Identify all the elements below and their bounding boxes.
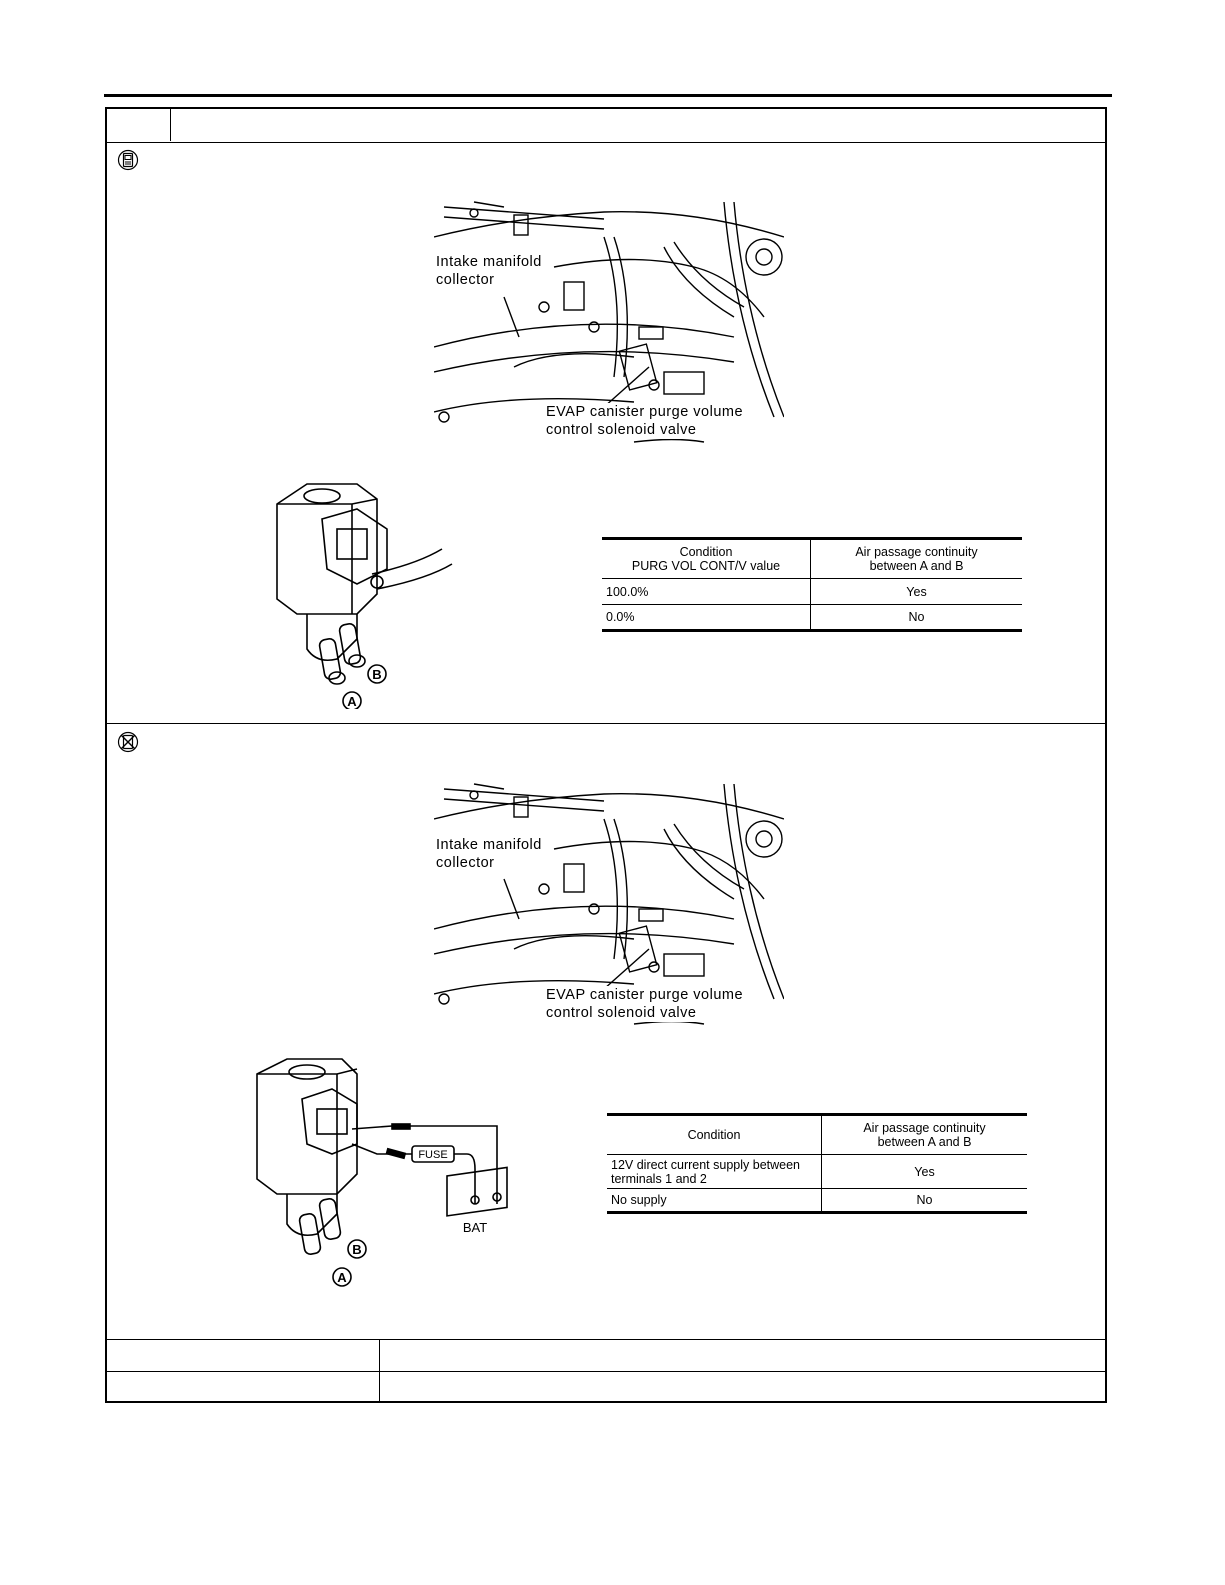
result-column-divider [379, 1339, 380, 1401]
fuse-label: FUSE [418, 1149, 447, 1161]
solenoid-battery-circuit-illustration: FUSE BAT B A [256, 1058, 508, 1287]
section-divider [107, 723, 1105, 724]
engine-bay-illustration [434, 783, 784, 1025]
intake-manifold-collector-label: Intake manifold collector [435, 253, 543, 289]
purge-volume-continuity-table: Condition PURG VOL CONT/V value Air pass… [602, 537, 1022, 632]
port-a-label: A [337, 1270, 347, 1285]
table-cell-condition: 100.0% [602, 578, 811, 605]
table-cell-continuity: No [821, 1188, 1027, 1214]
continuity-header: Air passage continuity between A and B [821, 1114, 1027, 1155]
purge-valve-label: EVAP canister purge volume control solen… [545, 986, 745, 1022]
without-consult-icon [117, 731, 139, 753]
condition-header: Condition PURG VOL CONT/V value [602, 538, 811, 579]
direct-current-continuity-table: Condition Air passage continuity between… [607, 1113, 1027, 1214]
condition-header: Condition [607, 1114, 822, 1155]
table-cell-condition: 12V direct current supply between termin… [607, 1154, 822, 1189]
purge-valve-label: EVAP canister purge volume control solen… [545, 403, 745, 439]
page-top-rule [104, 94, 1112, 97]
result-row-ok [107, 1339, 1105, 1340]
port-a-label: A [347, 694, 357, 709]
consult-monitor-icon [117, 149, 139, 171]
port-b-label: B [352, 1242, 361, 1257]
table-cell-continuity: No [810, 604, 1022, 632]
table-cell-continuity: Yes [821, 1154, 1027, 1189]
result-row-ng [107, 1371, 1105, 1372]
battery-label: BAT [463, 1220, 487, 1235]
port-b-label: B [372, 667, 381, 682]
inspection-frame: Intake manifold collector EVAP canister … [105, 107, 1107, 1403]
table-cell-condition: No supply [607, 1188, 822, 1214]
table-cell-continuity: Yes [810, 578, 1022, 605]
engine-bay-illustration [434, 201, 784, 443]
solenoid-valve-illustration: B A [276, 483, 453, 709]
step-header-row [107, 109, 1105, 143]
step-number-cell [107, 109, 171, 141]
continuity-header: Air passage continuity between A and B [810, 538, 1022, 579]
intake-manifold-collector-label: Intake manifold collector [435, 836, 543, 872]
table-cell-condition: 0.0% [602, 604, 811, 632]
